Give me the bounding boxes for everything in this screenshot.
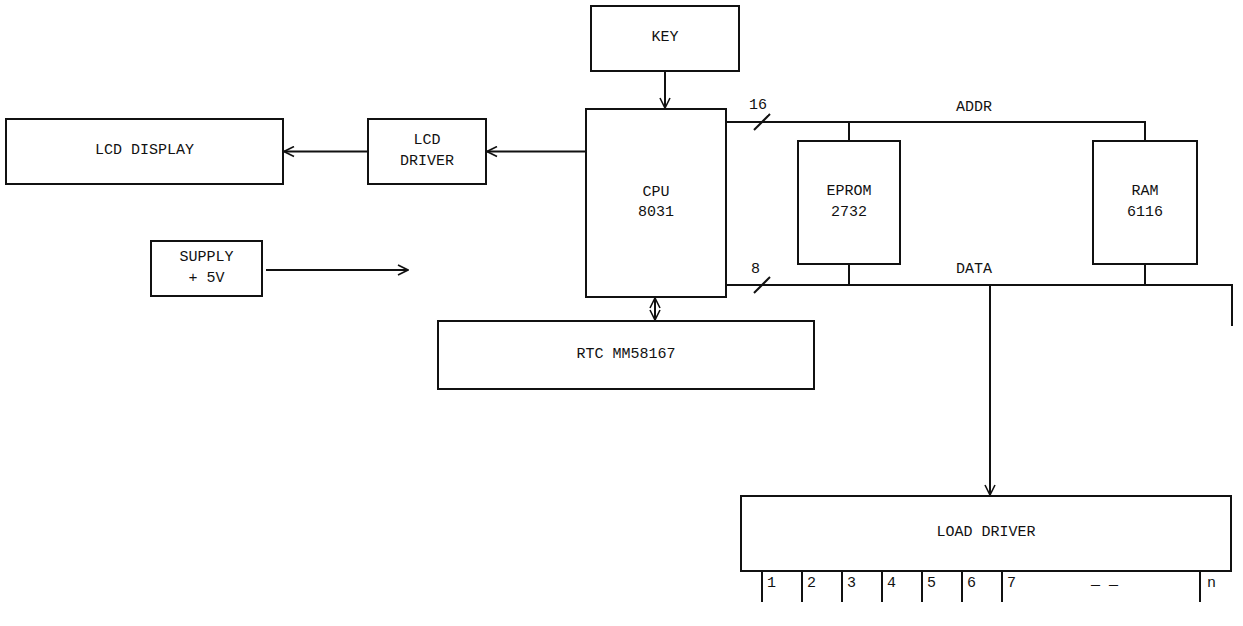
connector <box>487 151 585 153</box>
output-pin <box>921 572 923 602</box>
connector <box>727 122 849 140</box>
connector <box>727 122 1145 140</box>
driver-box: LOAD DRIVER <box>740 495 1232 572</box>
clock-box: RTC MM58167 <box>437 320 815 390</box>
output-pin <box>841 572 843 602</box>
box-label: RAM 6116 <box>1110 180 1181 225</box>
output-pin <box>1199 572 1201 602</box>
memory-box: EPROM 2732 <box>797 140 901 265</box>
pin-number: 7 <box>1006 576 1017 593</box>
output-pin <box>761 572 763 602</box>
output-pin <box>961 572 963 602</box>
output-pins <box>762 572 1200 602</box>
memory-box: RAM 6116 <box>1092 140 1198 265</box>
supply-box: SUPPLY + 5V <box>150 240 263 297</box>
connector <box>284 151 367 153</box>
connector <box>727 265 849 285</box>
pin-number: 1 <box>766 576 777 593</box>
pin-number: 4 <box>886 576 897 593</box>
input-box: KEY <box>590 5 740 72</box>
pin-number: 6 <box>966 576 977 593</box>
box-label: RTC MM58167 <box>572 343 679 367</box>
pin-number: 5 <box>926 576 937 593</box>
bus-name: ADDR <box>955 100 993 117</box>
pin-number: n <box>1206 576 1217 593</box>
display-box: LCD DISPLAY <box>5 118 284 185</box>
output-pin <box>1001 572 1003 602</box>
connector <box>664 72 666 108</box>
connector <box>727 285 990 495</box>
pin-number: 2 <box>806 576 817 593</box>
box-label: LCD DRIVER <box>392 129 463 174</box>
driver-box: LCD DRIVER <box>367 118 487 185</box>
bus-name: DATA <box>955 262 993 279</box>
output-pin <box>801 572 803 602</box>
pin-ellipsis: — — <box>1090 578 1119 595</box>
connector <box>727 265 1145 285</box>
pin-number: 3 <box>846 576 857 593</box>
bus-width: 8 <box>750 262 761 279</box>
box-label: SUPPLY + 5V <box>171 246 242 291</box>
supply-arrow <box>266 269 408 271</box>
box-label: EPROM 2732 <box>814 180 885 225</box>
output-pin <box>881 572 883 602</box>
connector <box>654 298 656 320</box>
box-label: LCD DISPLAY <box>91 139 198 163</box>
box-label: LOAD DRIVER <box>932 521 1039 545</box>
cpu-box: CPU 8031 <box>585 108 727 298</box>
data-bus-extension <box>1145 285 1232 326</box>
box-label: CPU 8031 <box>621 181 692 226</box>
box-label: KEY <box>647 26 682 50</box>
bus-width: 16 <box>748 98 768 115</box>
